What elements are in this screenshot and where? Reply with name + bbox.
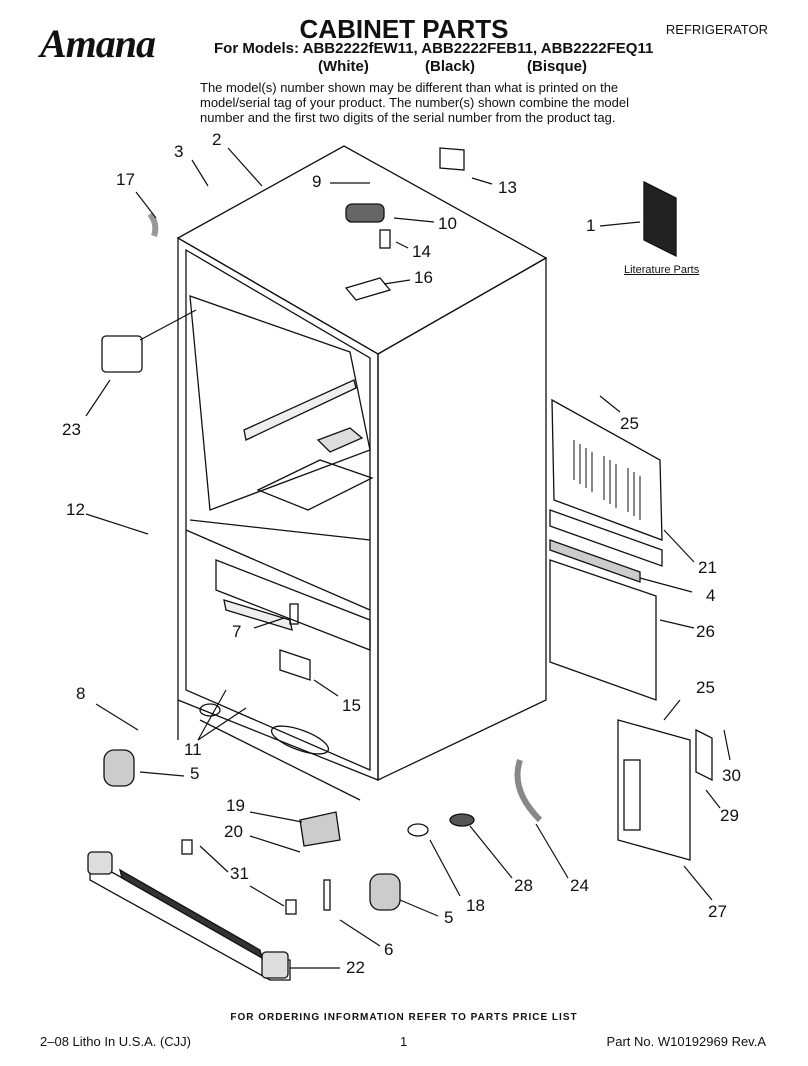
callout-16: 16 [414,268,433,287]
callout-24: 24 [570,876,589,895]
callout-28: 28 [514,876,533,895]
callout-1: 1 [586,216,596,235]
callout-18: 18 [466,896,485,915]
callout-13: 13 [498,178,517,197]
callout-26: 26 [696,622,715,641]
brand-logo: Amana [40,21,156,66]
callout-23: 23 [62,420,81,439]
callout-11: 11 [184,740,202,759]
callout-8: 8 [76,684,86,703]
callout-2: 2 [212,130,222,149]
color-bisque: (Bisque) [527,58,587,75]
part-number: Part No. W10192969 Rev.A [606,1034,766,1049]
callout-22: 22 [346,958,365,977]
callout-30: 30 [722,766,741,785]
callout-12: 12 [66,500,85,519]
callout-4: 4 [706,586,716,605]
callout-10: 10 [438,214,457,233]
model-note: The model(s) number shown may be differe… [200,80,629,125]
leader-lines [85,147,731,969]
callout-17: 17 [116,170,135,189]
callout-31: 31 [230,864,249,883]
callout-14: 14 [412,242,431,261]
misc-parts [87,147,543,981]
page-number: 1 [400,1034,408,1049]
literature-book [643,180,677,258]
literature-parts-label: Literature Parts [624,264,700,276]
callout-27: 27 [708,902,727,921]
callout-25b: 25 [696,678,715,697]
callout-5b: 5 [444,908,454,927]
callout-25a: 25 [620,414,639,433]
callout-9: 9 [312,172,322,191]
callout-5a: 5 [190,764,200,783]
rear-panels [549,398,713,861]
callout-7: 7 [232,622,242,641]
callout-20: 20 [224,822,243,841]
page-title: CABINET PARTS [299,14,509,44]
litho-info: 2–08 Litho In U.S.A. (CJJ) [40,1034,192,1049]
callout-6: 6 [384,940,394,959]
callout-15: 15 [342,696,361,715]
ordering-info: FOR ORDERING INFORMATION REFER TO PARTS … [230,1012,578,1023]
callout-29: 29 [720,806,739,825]
document-type: REFRIGERATOR [665,22,768,37]
color-white: (White) [318,58,369,75]
callout-19: 19 [226,796,245,815]
color-black: (Black) [425,58,476,75]
model-numbers: For Models: ABB2222fEW11, ABB2222FEB11, … [214,40,654,57]
callout-3: 3 [174,142,184,161]
cabinet-body [176,145,548,801]
callout-21: 21 [698,558,717,577]
